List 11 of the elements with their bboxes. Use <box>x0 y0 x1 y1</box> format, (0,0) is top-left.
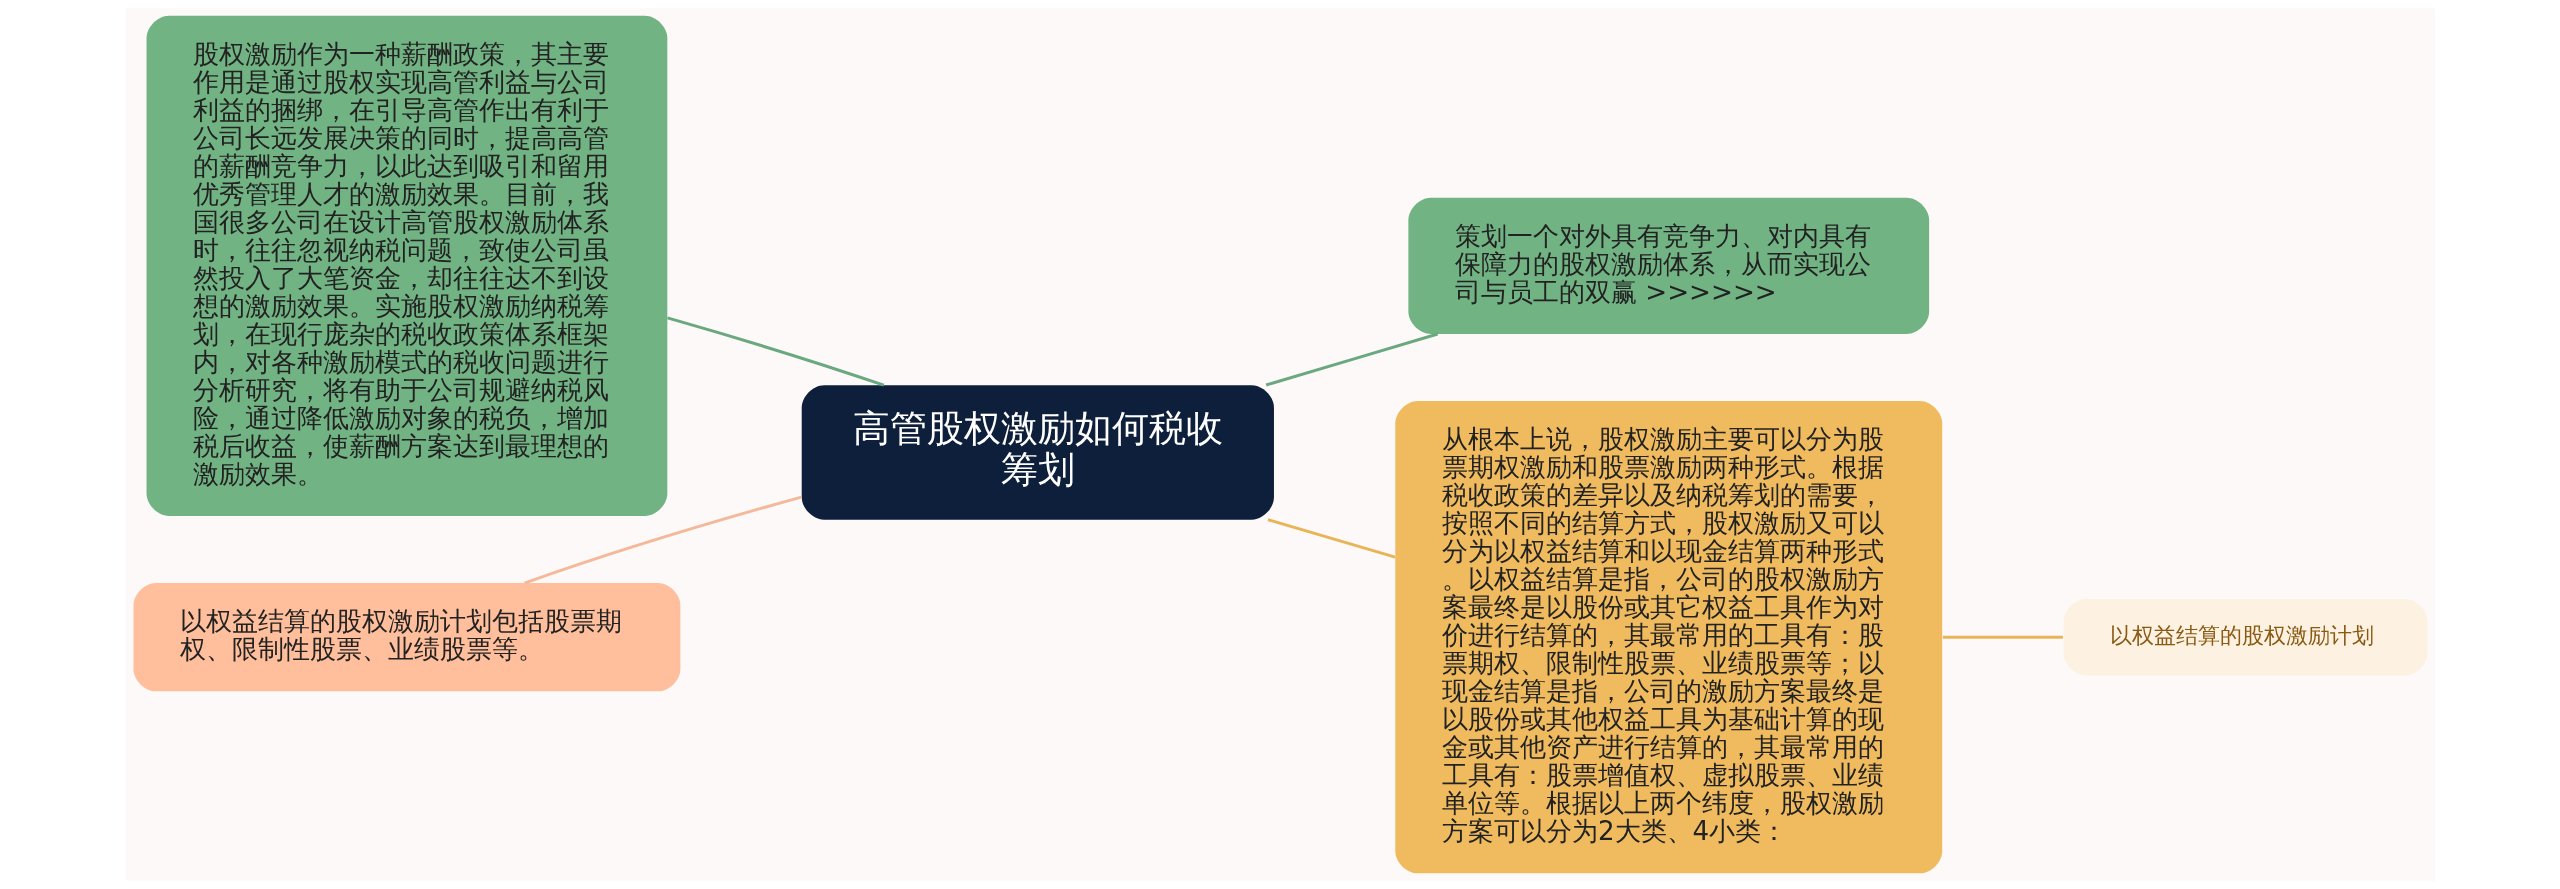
connector <box>1942 635 2063 639</box>
connector <box>523 495 802 585</box>
connector <box>666 316 884 387</box>
node-box: 从根本上说，股权激励主要可以分为股票期权激励和股票激励两种形式。根据税收政策的差异以及纳税筹划的需要，按照不同的结算方式，股权激励又可以分为以权益结算和以现金结算两种形式。以权益结算是指，公司的股权激励方案最终是以股份或其它权益工具作为对价进行结算的，其最常用的工具有：股票期权、限制性股票、业绩股票等；以现金结算是指，公司的激励方案最终是以股份或其他权益工具为基础计算的现金或其他资产进行结算的，其最常用的工具有：股票增值权、虚拟股票、业绩单位等。根据以上两个纬度，股权激励方案可以分为2大类、4小类： <box>1394 401 1942 874</box>
node-box: 高管股权激励如何税收筹划 <box>801 385 1274 520</box>
node-box: 股权激励作为一种薪酬政策，其主要作用是通过股权实现高管利益与公司利益的捆绑，在引导高管作出有利于公司长远发展决策的同时，提高高管的薪酬竞争力，以此达到吸引和留用优秀管理人才的激励效果。目前，我国很多公司在设计高管股权激励体系时，往往忽视纳税问题，致使公司虽然投入了大笔资金，却往往达不到设想的激励效果。实施股权激励纳税筹划，在现行庞杂的税收政策体系框架内，对各种激励模式的税收问题进行分析研究，将有助于公司规避纳税风险，通过降低激励对象的税负，增加税后收益，使薪酬方案达到最理想的激励效果。 <box>146 15 667 516</box>
node-box: 以权益结算的股权激励计划 <box>2063 598 2428 676</box>
connector <box>1265 332 1438 387</box>
node-box: 策划一个对外具有竞争力、对内具有保障力的股权激励体系，从而实现公司与员工的双赢 >>>>>> <box>1407 197 1929 334</box>
connector <box>1266 518 1396 559</box>
node-box: 以权益结算的股权激励计划包括股票期权、限制性股票、业绩股票等。 <box>132 583 680 692</box>
